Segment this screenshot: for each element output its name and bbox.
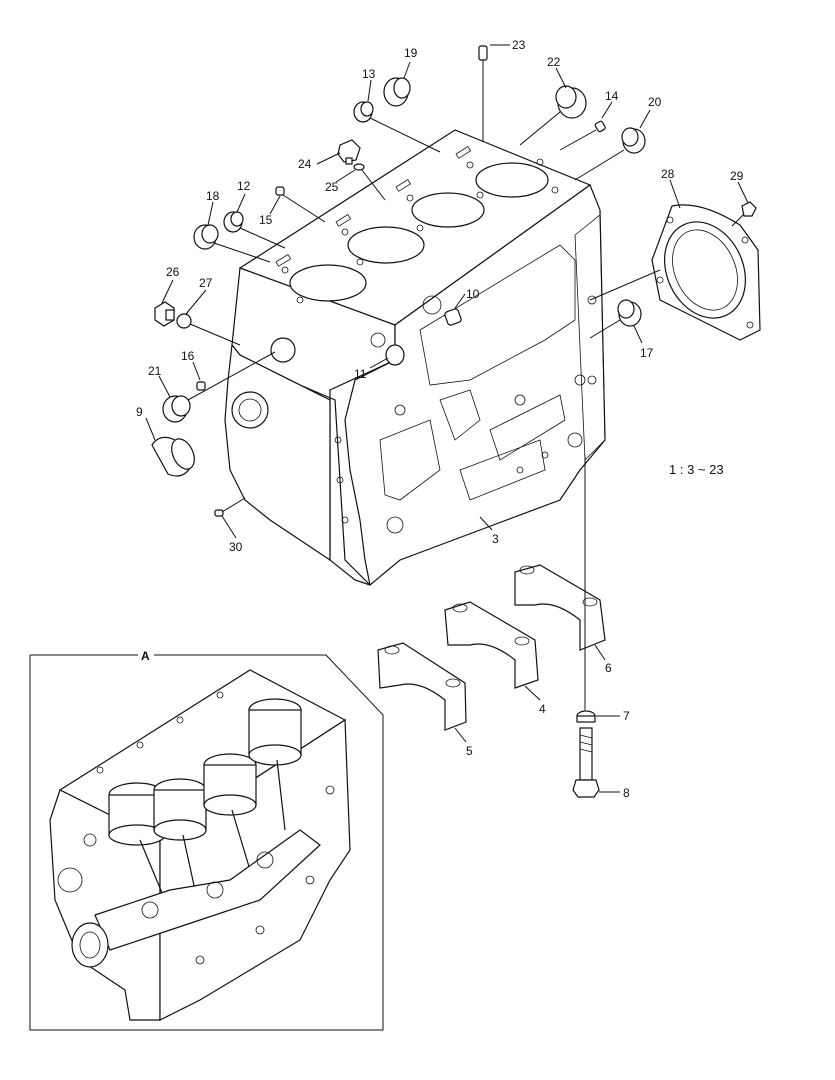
callout-20: 20 <box>648 95 662 109</box>
part-29-bolt <box>731 201 757 227</box>
callout-17: 17 <box>640 346 654 360</box>
callout-11: 11 <box>354 367 367 381</box>
part-13-expansion-plug <box>353 101 441 153</box>
cylinder-block <box>224 129 606 587</box>
part-28-oil-seal-case <box>589 204 761 341</box>
callout-6: 6 <box>605 661 612 675</box>
part-26-drain-plug <box>154 301 175 327</box>
callout-27: 27 <box>199 276 213 290</box>
callout-4: 4 <box>539 702 546 716</box>
callout-30: 30 <box>229 540 243 554</box>
part-10-plug <box>444 308 462 326</box>
part-20-expansion-plug <box>574 127 646 181</box>
part-27-o-ring <box>176 313 241 346</box>
callout-13: 13 <box>362 67 376 81</box>
callout-12: 12 <box>237 179 251 193</box>
part-18-expansion-plug <box>193 224 271 263</box>
part-5-bearing-cap <box>377 642 467 731</box>
part-17-expansion-plug <box>589 299 642 339</box>
part-21-bushing <box>162 351 276 423</box>
callout-21: 21 <box>148 364 162 378</box>
part-15-pin <box>275 186 326 223</box>
part-7-washer <box>576 710 596 723</box>
callout-15: 15 <box>259 213 273 227</box>
part-14-pin <box>559 120 606 151</box>
part-25-washer <box>353 163 386 201</box>
inset-block-assembly <box>49 669 351 1021</box>
callout-14: 14 <box>605 89 619 103</box>
callout-25: 25 <box>325 180 339 194</box>
callout-10: 10 <box>466 287 480 301</box>
part-12-expansion-plug <box>223 211 286 249</box>
part-8-bolt <box>572 727 600 798</box>
callout-5: 5 <box>466 744 473 758</box>
part-4-bearing-cap <box>444 601 539 689</box>
leader-lines <box>145 44 749 793</box>
callout-labels: 23 19 13 22 14 20 24 25 12 15 18 26 27 1… <box>136 38 744 800</box>
part-30-pin <box>214 497 246 517</box>
callout-18: 18 <box>206 189 220 203</box>
part-16-pin <box>196 381 206 391</box>
part-9-bushing <box>151 436 195 477</box>
part-23-dowel-pin <box>478 45 488 142</box>
part-24-plug-bolt <box>337 139 361 165</box>
callout-7: 7 <box>623 709 630 723</box>
part-19-expansion-plug <box>383 77 411 107</box>
callout-24: 24 <box>298 157 312 171</box>
callout-19: 19 <box>404 46 418 60</box>
callout-26: 26 <box>166 265 180 279</box>
callout-29: 29 <box>730 169 744 183</box>
part-22-expansion-plug <box>519 85 587 146</box>
callout-28: 28 <box>661 167 675 181</box>
inset-a-label: A <box>141 649 150 663</box>
inset-crankshaft <box>71 829 321 968</box>
callout-22: 22 <box>547 55 561 69</box>
part-11-plug <box>385 344 405 366</box>
callout-16: 16 <box>181 349 195 363</box>
callout-9: 9 <box>136 405 143 419</box>
inset-a: A <box>29 648 384 1031</box>
inset-pistons <box>108 698 302 846</box>
part-6-bearing-cap <box>514 564 606 651</box>
inset-connecting-rods <box>139 759 286 901</box>
ratio-note: 1 : 3 ~ 23 <box>669 462 724 477</box>
callout-23: 23 <box>512 38 526 52</box>
callout-3: 3 <box>492 532 499 546</box>
callout-8: 8 <box>623 786 630 800</box>
